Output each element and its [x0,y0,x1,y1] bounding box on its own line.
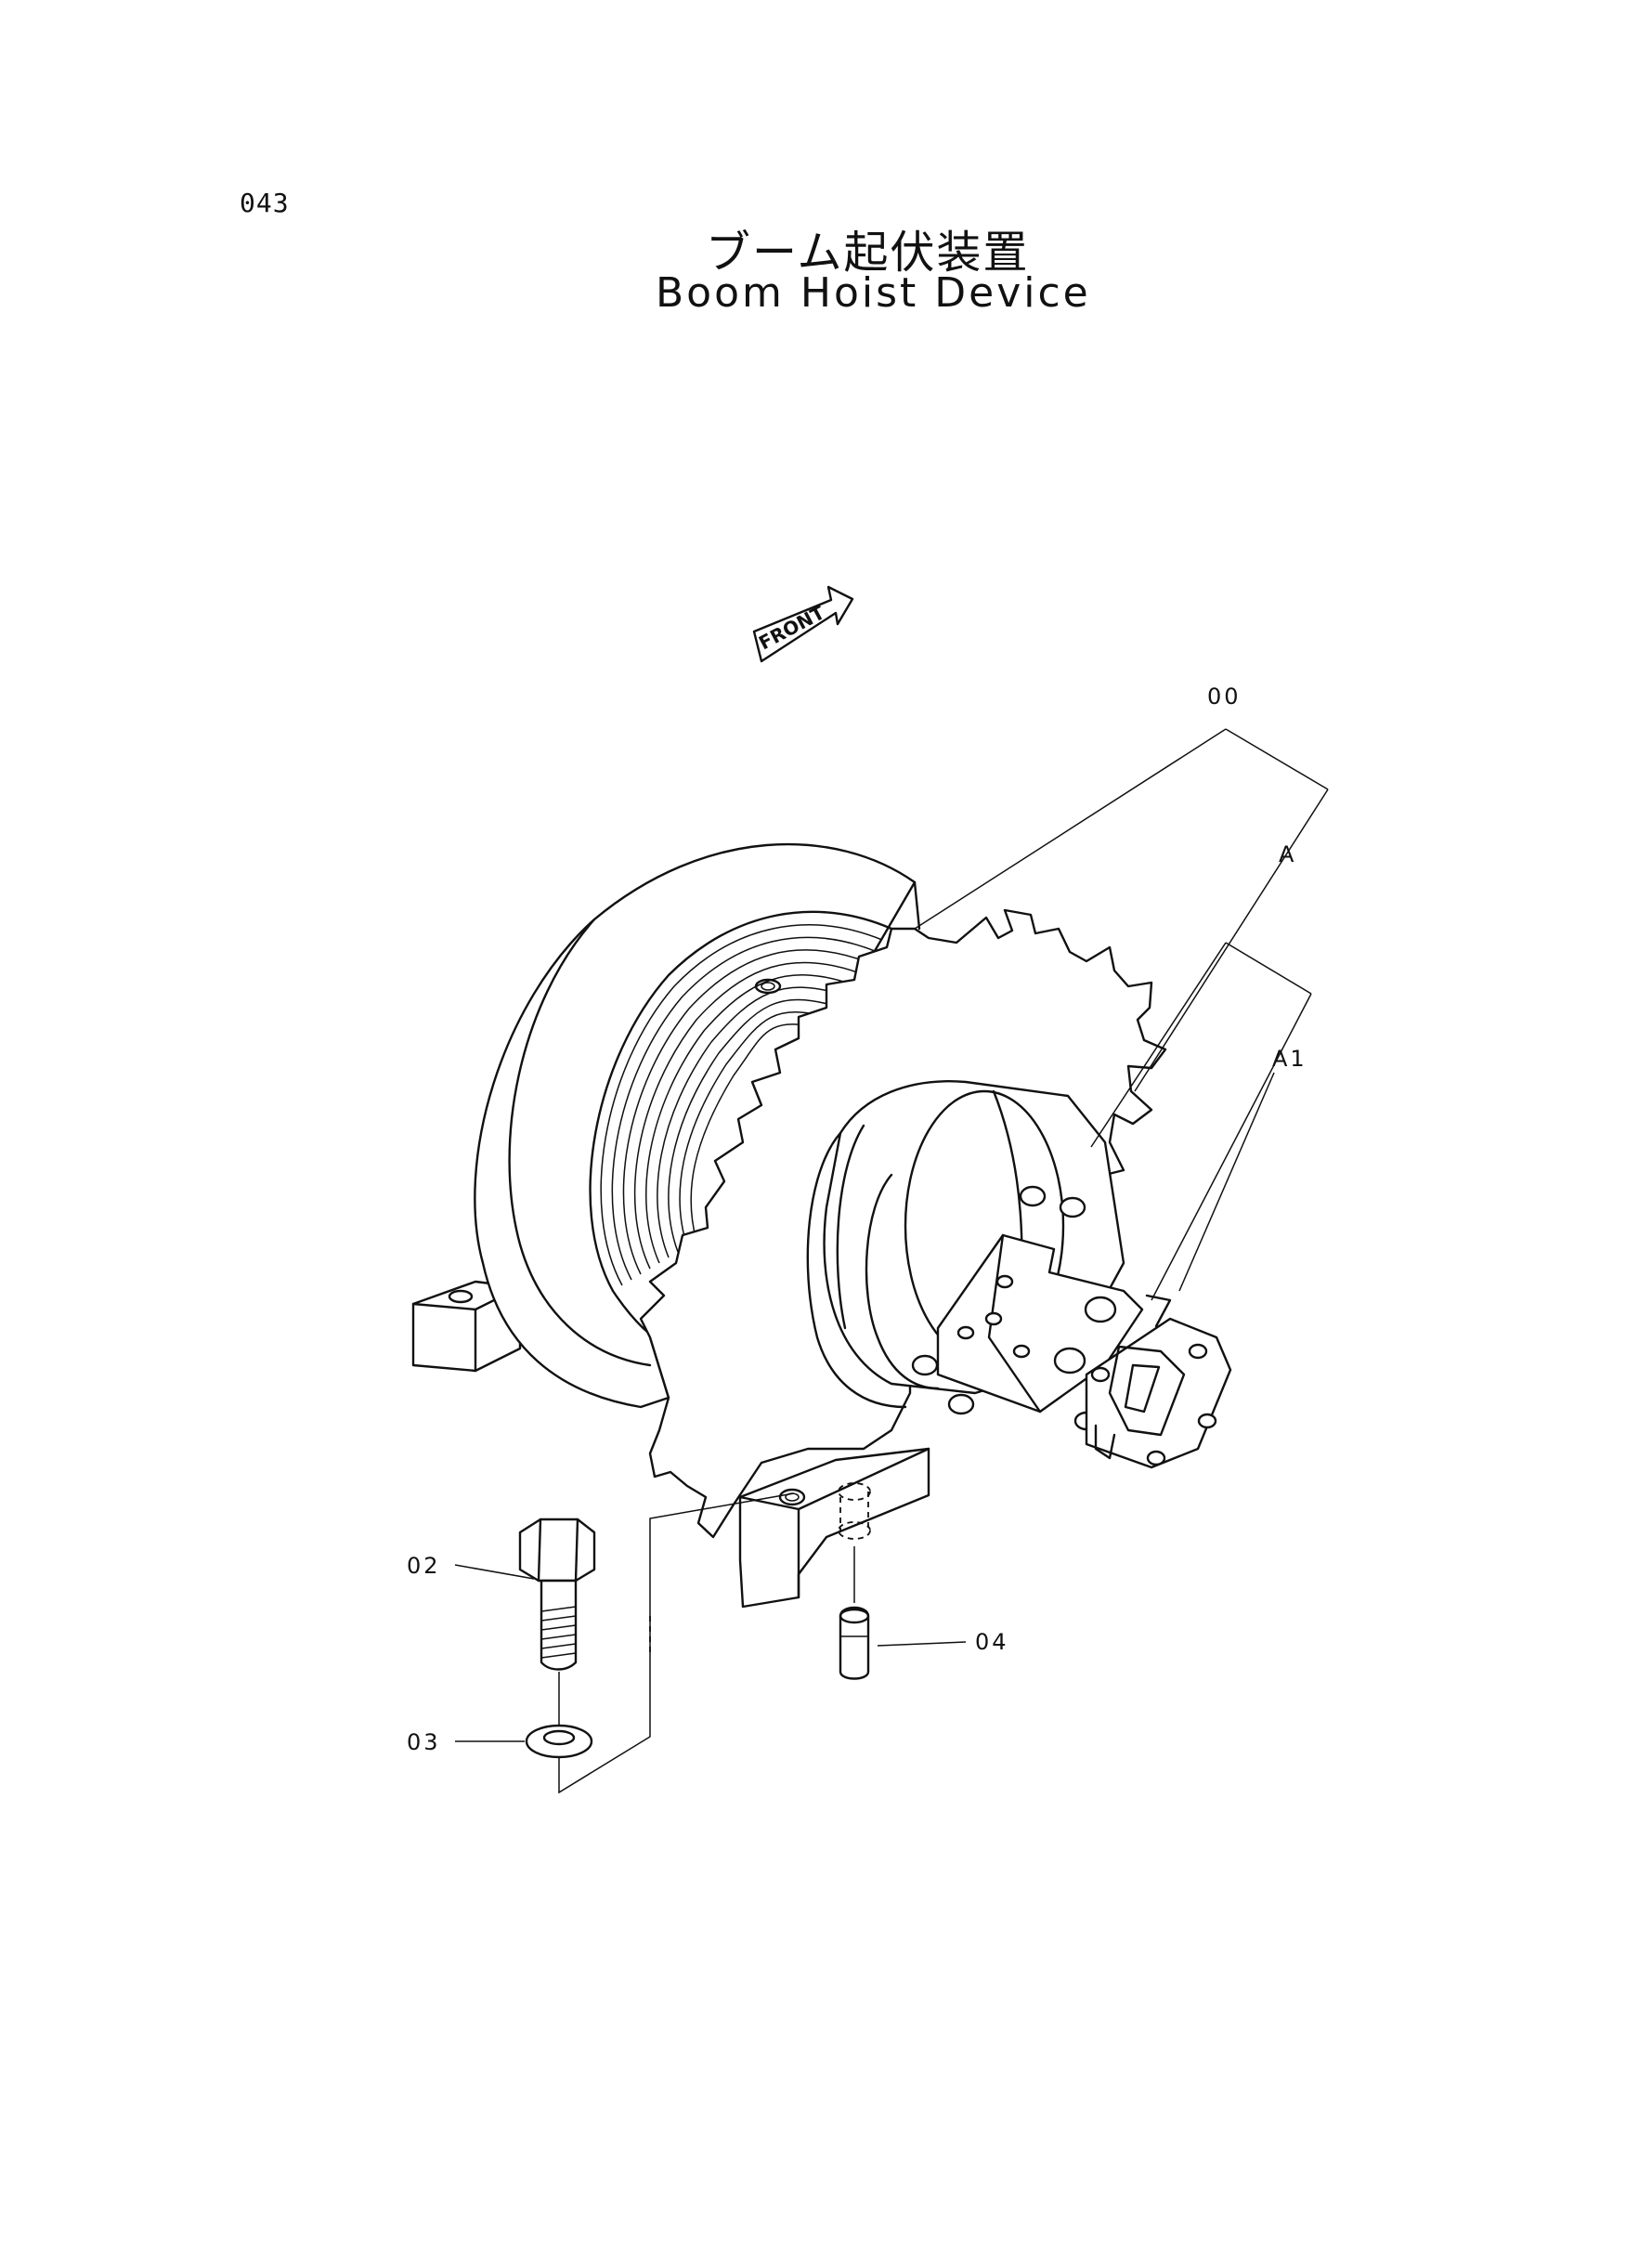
title-english: Boom Hoist Device [656,269,1091,317]
callout-washer: 03 [407,1729,441,1755]
title-japanese: ブーム起伏装置 [706,227,1030,279]
callout-sub-a: A [1279,841,1296,867]
left-bracket [411,1280,522,1373]
front-arrow: FRONT [752,585,854,663]
callout-assembly: 00 [1207,684,1242,710]
leader-lines [454,728,1329,1794]
part-washer [525,1724,593,1759]
page-number: 043 [240,188,290,218]
right-bracket [738,1447,930,1609]
callout-pin: 04 [975,1629,1009,1655]
drum-rope-grooves [589,910,893,1348]
part-pin [839,1606,870,1680]
part-bolt [518,1518,596,1671]
callout-bolt: 02 [407,1553,441,1579]
callout-sub-a1: A1 [1272,1046,1307,1072]
valve-block [936,1233,1172,1431]
brake-cover [1085,1317,1232,1469]
